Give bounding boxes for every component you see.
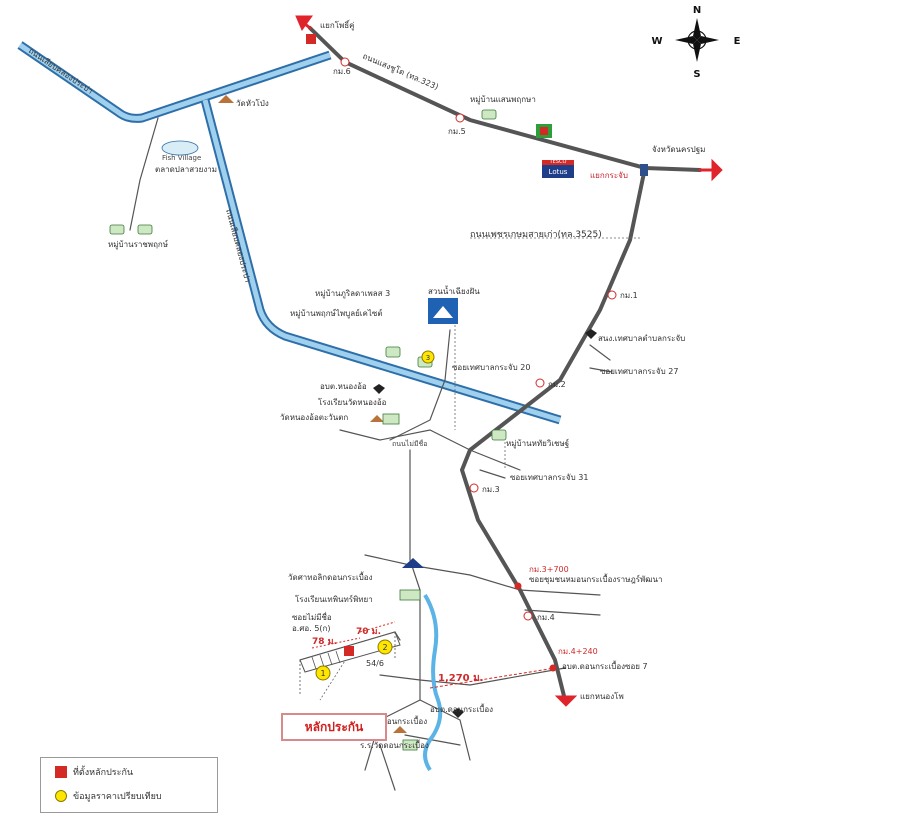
label-ban-thai-settha: หมู่บ้านหทัยวิเชษฐ์	[506, 438, 569, 449]
label-ban-phrueksa-villa: หมู่บ้านพฤกษ์ไพบูลย์เคไซต์	[290, 308, 383, 319]
label-fish-market: ตลาดปลาสวยงาม	[155, 165, 217, 174]
label-ban-saen-suk: หมู่บ้านแสนพฤกษา	[470, 95, 536, 105]
comparable-circle-icon	[55, 790, 67, 802]
label-distance-78: 78 ม.	[312, 637, 337, 647]
label-km1: กม.1	[620, 291, 638, 300]
label-obt-don: อบต.ดอนกระเบื้อง	[430, 703, 493, 714]
label-soi-27: ซอยเทศบาลกระจับ 27	[600, 367, 678, 376]
collateral-plot	[299, 621, 556, 695]
svg-text:2: 2	[382, 643, 387, 652]
label-km3: กม.3	[482, 485, 500, 494]
legend-comparable-label: ข้อมูลราคาเปรียบเทียบ	[73, 792, 162, 802]
landmark-icons	[109, 34, 648, 751]
label-soi-don-7: อบต.ดอนกระเบื้องซอย 7	[562, 660, 648, 671]
label-tesco: TESCO	[549, 159, 567, 165]
label-wat-don: วัดดอนกระเบื้อง	[372, 715, 427, 726]
legend-item-collateral: ที่ตั้งหลักประกัน	[55, 764, 133, 780]
label-soi-mai-mi-chue: ซอยไม่มีชื่อ	[292, 611, 332, 622]
label-water-park: สวนน้ำเฉียงฝัน	[428, 285, 480, 296]
comparable-marker-1: 1	[315, 665, 331, 681]
label-fish-village: Fish Village	[162, 154, 201, 162]
label-km2: กม.2	[548, 380, 566, 389]
label-school-nong-o: โรงเรียนวัดหนองอ้อ	[318, 397, 387, 407]
compass-e: E	[734, 36, 741, 47]
label-school-wat-don: ร.ร.วัดดอนกระเบื้อง	[360, 739, 429, 750]
road-label-rte3525: ถนนเพชรเกษมสายเก่า(ทล.3525)	[470, 230, 602, 240]
legend-item-comparable: ข้อมูลราคาเปรียบเทียบ	[55, 788, 162, 804]
label-road-mai-mi-chue: ถนนไม่มีชื่อ	[392, 439, 428, 448]
label-wat-nong-o: วัดหนองอ้อตะวันตก	[280, 413, 348, 422]
label-soi-20: ซอยเทศบาลกระจับ 20	[452, 363, 530, 372]
label-nakhon-pathom: จังหวัดนครปฐม	[652, 145, 705, 154]
label-lotus: Lotus	[549, 168, 568, 176]
label-krajab-intersection: แยกกระจับ	[590, 171, 628, 180]
canal-road	[17, 41, 562, 425]
label-soi-31: ซอยเทศบาลกระจับ 31	[510, 473, 588, 482]
label-school-inter: โรงเรียนเทพินทร์พิทยา	[295, 594, 373, 604]
comparable-marker-2: 2	[377, 639, 393, 655]
label-wat-hua-pong: วัดหัวโป่ง	[236, 98, 269, 108]
collateral-square-icon	[55, 766, 67, 778]
label-km5: กม.5	[448, 127, 466, 136]
label-km3-700: กม.3+700	[529, 565, 569, 574]
label-tambon-office: สนง.เทศบาลตำบลกระจับ	[598, 334, 685, 343]
label-km6: กม.6	[333, 67, 351, 76]
comparable-marker-3: 3	[421, 350, 435, 364]
label-distance-70: 70 ม.	[356, 627, 381, 637]
river	[423, 593, 443, 772]
direction-arrows	[295, 15, 723, 707]
svg-text:3: 3	[426, 354, 430, 362]
label-ban-pruksa-3: หมู่บ้านภูริลดาเพลส 3	[315, 289, 390, 299]
label-soi-chumchon: ซอยชุมชนหมอนกระเบื้องราษฎร์พัฒนา	[529, 573, 663, 584]
km-marker-points	[514, 582, 557, 672]
compass-s: S	[693, 69, 700, 80]
km-marker-dots	[340, 57, 617, 621]
label-km4: กม.4	[537, 613, 555, 622]
label-pole-54-6: 54/6	[366, 659, 384, 668]
road-label-highway-nw: ถนนเลียบคลองประปา	[27, 46, 95, 96]
main-roads	[129, 26, 702, 791]
map-legend: ที่ตั้งหลักประกัน ข้อมูลราคาเปรียบเทียบ	[40, 757, 218, 813]
pointer-lines	[319, 237, 640, 701]
label-km4-240: กม.4+240	[558, 647, 598, 656]
label-to-nong-ko: แยกหนองโพ	[580, 691, 624, 701]
compass-n: N	[693, 5, 701, 16]
label-obt-nong-o: อบต.หนองอ้อ	[320, 382, 367, 391]
compass-rose: N S E W	[651, 5, 740, 80]
label-ban-rat-pruek: หมู่บ้านราชพฤกษ์	[108, 239, 168, 250]
compass-w: W	[651, 36, 662, 47]
label-distance-1270: 1,270 ม.	[438, 673, 484, 684]
collateral-label: หลักประกัน	[281, 713, 387, 741]
label-ban-pho: แยกโพธิ์คู่	[320, 19, 355, 31]
label-wat-don-north: วัดศาทอลิกดอนกระเบื้อง	[288, 571, 373, 582]
legend-collateral-label: ที่ตั้งหลักประกัน	[73, 768, 134, 778]
svg-text:1: 1	[320, 669, 325, 678]
label-soi-lane: อ.ศอ. 5(ก)	[292, 624, 331, 633]
